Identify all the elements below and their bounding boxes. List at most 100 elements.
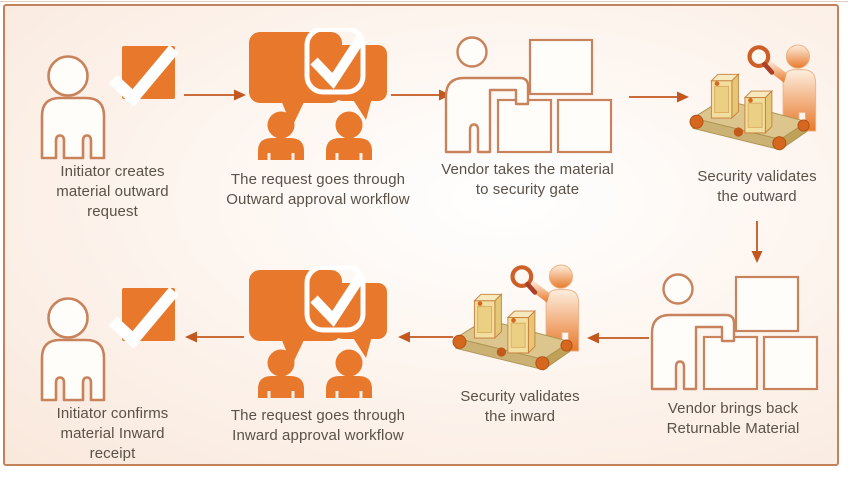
step-label: Vendor takes the material to security ga…: [441, 160, 614, 200]
package: [506, 309, 537, 355]
label-line: Outward approval workflow: [226, 191, 410, 208]
approval-chat-icon: [249, 28, 387, 160]
step-security-inward: Security validates the inward: [430, 258, 610, 427]
checkmark: [108, 45, 179, 107]
security-scan-conveyor-icon: [689, 44, 817, 151]
person-head: [46, 55, 89, 97]
roller: [772, 136, 787, 151]
label-line: Returnable Material: [666, 420, 800, 437]
box-right: [762, 335, 818, 391]
arrow-right-icon: [184, 89, 246, 101]
label-line: Initiator confirms: [56, 405, 169, 422]
magnifier-icon: [747, 45, 771, 69]
speech-bubble-small-tail: [352, 336, 372, 358]
step-label: The request goes through Inward approval…: [231, 406, 405, 446]
magnifier-icon: [510, 265, 534, 289]
step-label: Initiator confirms material Inward recei…: [57, 404, 169, 464]
person-body-arm: [650, 313, 735, 391]
person-body: [40, 338, 105, 402]
person-head: [267, 111, 295, 139]
roller: [733, 127, 744, 137]
person-head: [335, 111, 363, 139]
person-body: [40, 96, 105, 160]
label-line: The request goes through: [230, 171, 406, 188]
check-square-outline: [304, 266, 366, 333]
label-line: Inward approval workflow: [232, 427, 404, 444]
speech-bubble-tail: [281, 338, 305, 365]
roller: [535, 356, 550, 371]
box-left: [496, 98, 553, 154]
person-body: [258, 138, 304, 160]
box-right: [556, 98, 613, 154]
roller: [452, 334, 467, 349]
step-label: Security validates the outward: [697, 167, 816, 207]
step-initiator-outward: Initiator creates material outward reque…: [20, 40, 205, 222]
magnifier-handle: [525, 281, 538, 295]
step-label: The request goes through Outward approva…: [226, 170, 409, 210]
person-body: [326, 138, 372, 160]
step-security-outward: Security validates the outward: [672, 38, 842, 207]
top-hairline: [0, 1, 848, 2]
checkmark: [310, 35, 366, 90]
label-line: to security gate: [475, 181, 580, 198]
person-head: [456, 36, 488, 68]
person-head: [267, 349, 295, 377]
arrow-left-icon: [185, 331, 244, 343]
label-line: receipt: [89, 445, 136, 462]
vendor-boxes-icon: [650, 273, 818, 391]
label-line: the inward: [484, 408, 556, 425]
person-head: [46, 297, 89, 339]
label-line: Security validates: [697, 168, 817, 185]
package: [743, 89, 774, 135]
person-checkbox-icon: [40, 287, 179, 402]
speech-bubble-tail: [281, 100, 305, 127]
vendor-boxes-icon: [444, 36, 613, 154]
security-scan-conveyor-icon: [452, 264, 580, 371]
roller: [797, 119, 810, 132]
label-line: request: [87, 203, 138, 220]
arrow-down-icon: [751, 221, 763, 263]
step-label: Security validates the inward: [460, 387, 579, 427]
package: [473, 293, 503, 340]
guard-head: [785, 44, 811, 69]
arrow-left-icon: [587, 332, 649, 344]
guard-head: [548, 264, 574, 289]
checkmark: [310, 273, 366, 328]
magnifier-handle: [762, 61, 775, 75]
person-head: [335, 349, 363, 377]
guard-arm: [765, 60, 787, 83]
person-head: [661, 273, 694, 305]
label-line: the outward: [717, 188, 797, 205]
label-line: material outward: [56, 183, 169, 200]
label-line: material Inward: [60, 425, 165, 442]
step-initiator-inward: Initiator confirms material Inward recei…: [20, 282, 205, 464]
speech-bubble-large: [249, 270, 342, 341]
step-vendor-outward: Vendor takes the material to security ga…: [420, 36, 635, 200]
step-label: Vendor brings back Returnable Material: [667, 399, 800, 439]
speech-bubble-large: [249, 32, 342, 103]
label-line: Initiator creates: [60, 163, 165, 180]
arrow-left-icon: [398, 331, 453, 343]
box-top: [734, 275, 799, 333]
label-line: Security validates: [460, 388, 580, 405]
step-label: Initiator creates material outward reque…: [56, 162, 168, 222]
step-inward-approval: The request goes through Inward approval…: [198, 266, 438, 446]
label-line: Vendor takes the material: [441, 161, 614, 178]
package: [710, 73, 740, 120]
arrow-right-icon: [629, 91, 689, 103]
roller: [496, 347, 507, 357]
label-line: Vendor brings back: [667, 400, 799, 417]
step-vendor-inward: Vendor brings back Returnable Material: [638, 273, 828, 439]
step-outward-approval: The request goes through Outward approva…: [198, 28, 438, 210]
checkmark: [108, 287, 179, 349]
roller: [560, 339, 573, 352]
person-body-arm: [444, 76, 530, 154]
person-checkbox-icon: [40, 45, 179, 160]
person-body: [258, 376, 304, 398]
box-top: [528, 38, 594, 96]
roller: [689, 114, 704, 129]
box-left: [702, 335, 758, 391]
label-line: The request goes through: [230, 407, 406, 424]
guard-arm: [528, 280, 550, 303]
